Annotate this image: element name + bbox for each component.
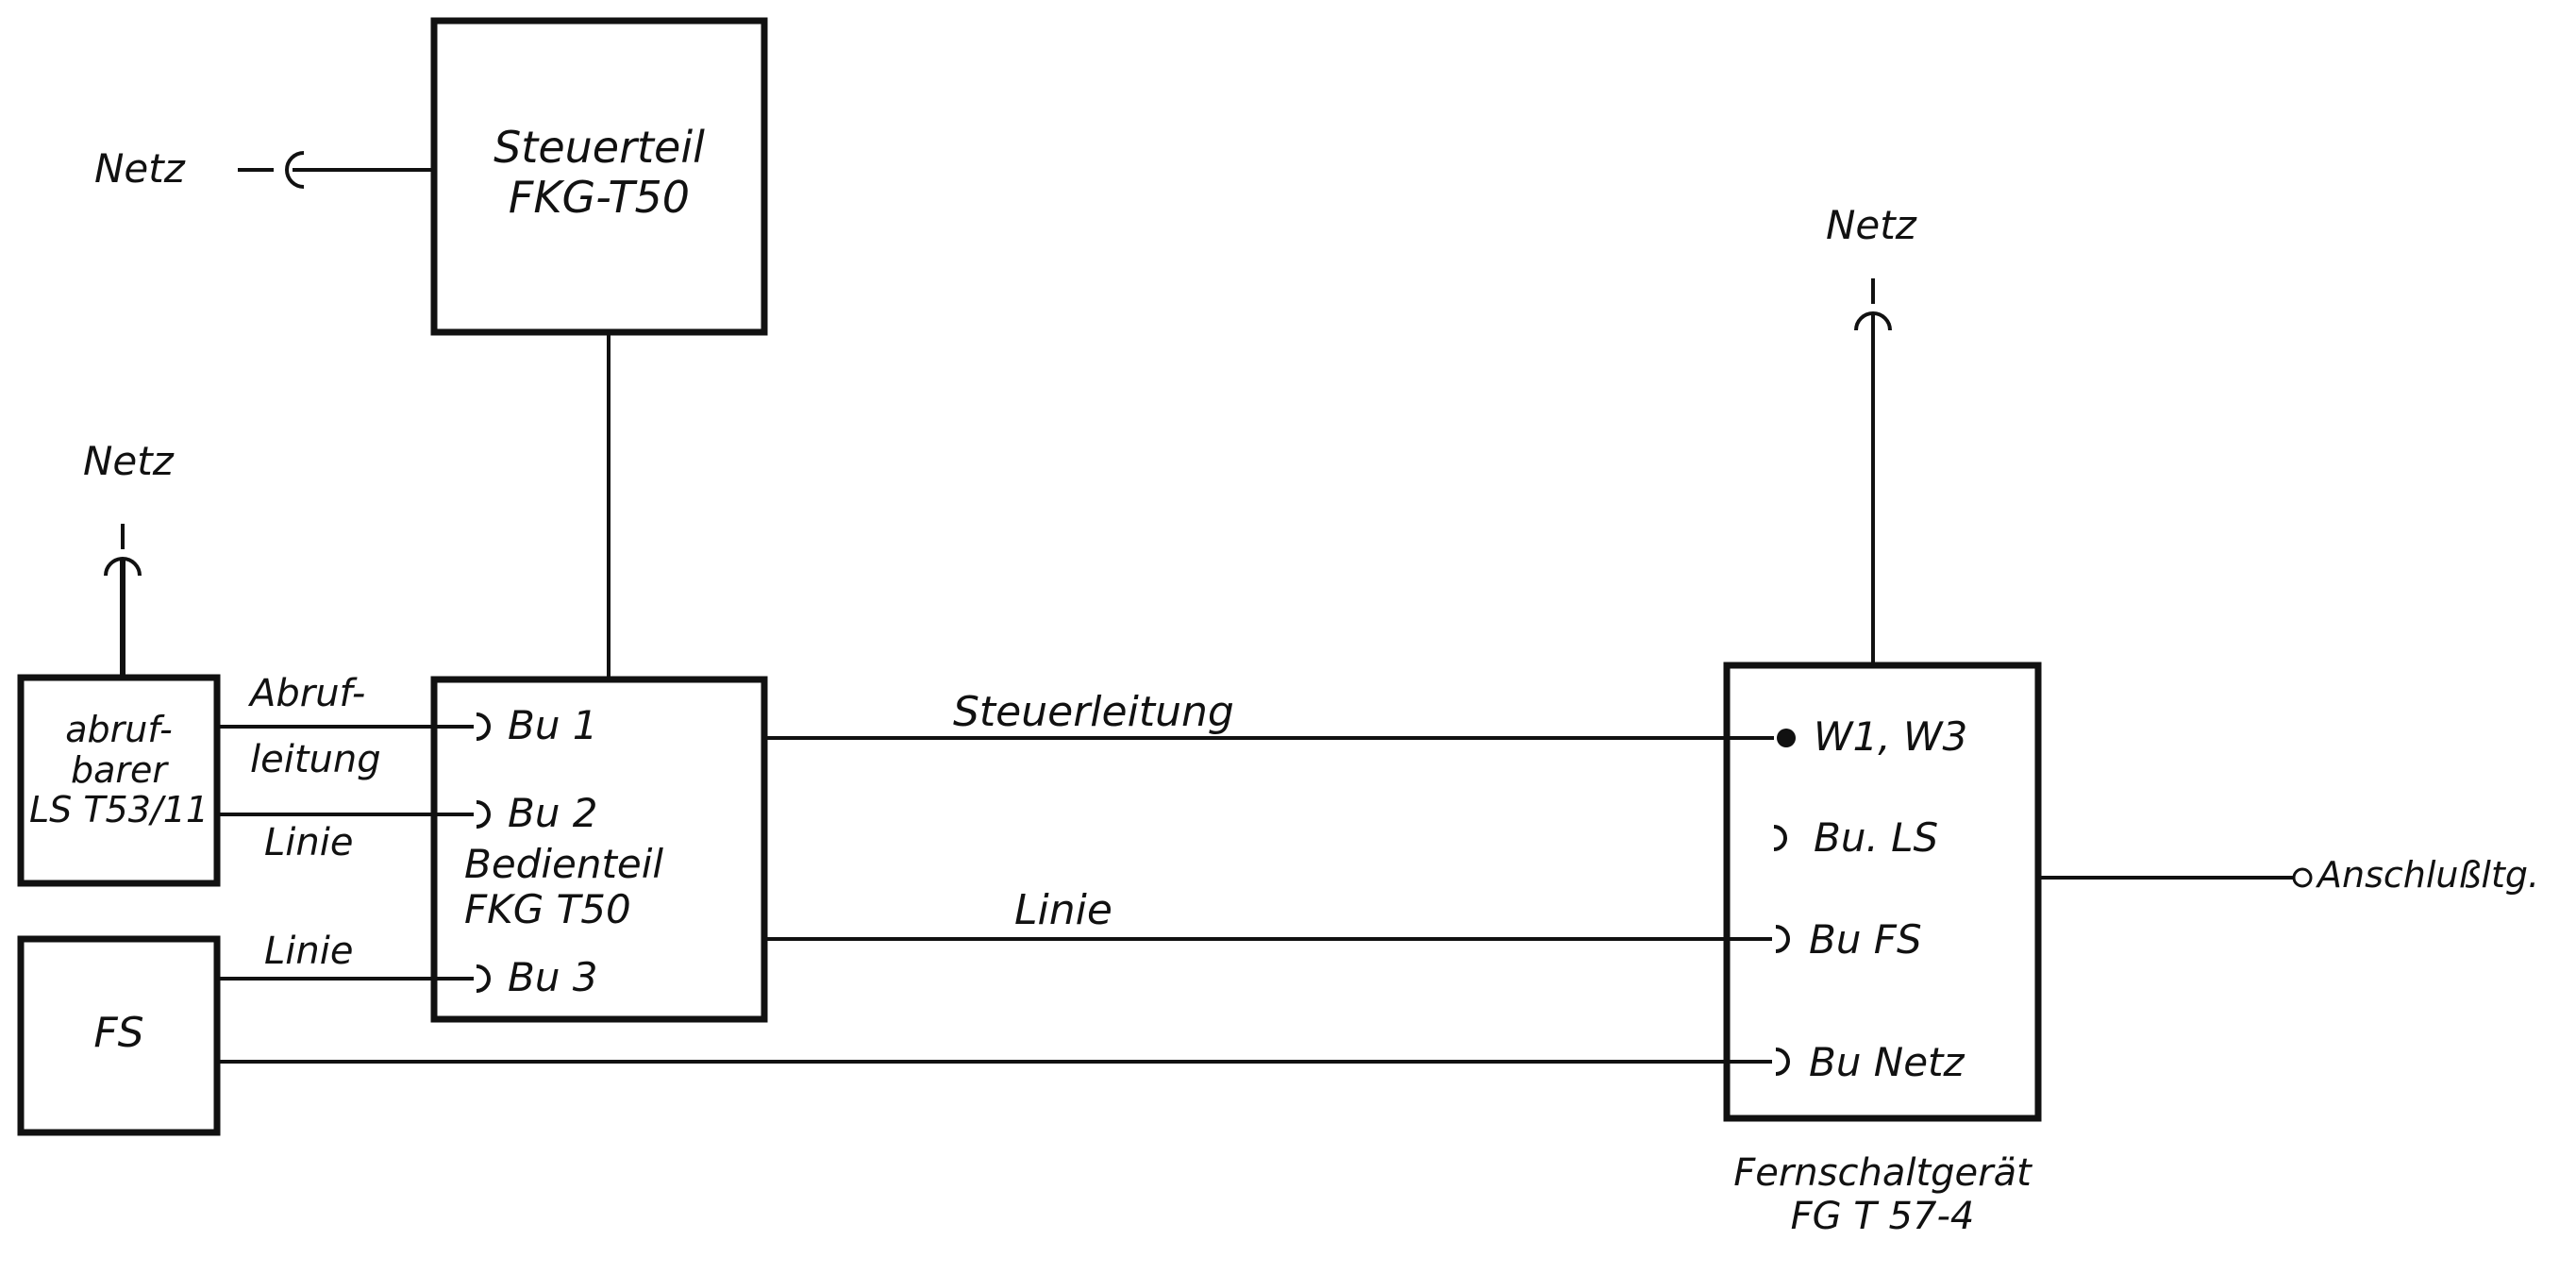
lst-label: abruf- barer LS T53/11 xyxy=(21,710,217,830)
bu3-label: Bu 3 xyxy=(508,954,598,1000)
bu-ls-socket xyxy=(1773,825,1787,851)
netz-steuerteil-socket xyxy=(285,151,305,189)
bu-netz-socket xyxy=(1775,1048,1790,1076)
w-terminal-dot xyxy=(1777,729,1796,747)
bu-ls-label: Bu. LS xyxy=(1814,814,1939,861)
anschluss-terminal xyxy=(2292,867,2313,888)
bedienteil-line1: Bedienteil xyxy=(464,841,664,887)
netz-steuerteil-label: Netz xyxy=(94,145,185,192)
steuerteil-line1: Steuerteil xyxy=(493,122,705,173)
anschluss-label: Anschlußltg. xyxy=(2317,854,2540,896)
netz-fernschalt-label: Netz xyxy=(1826,202,1916,248)
lst-line1: abruf- xyxy=(65,709,173,750)
bedienteil-box xyxy=(430,676,768,1023)
fernschalt-caption-line2: FG T 57-4 xyxy=(1790,1195,1975,1238)
linie-main-label: Linie xyxy=(1014,886,1112,934)
bu-fs-label: Bu FS xyxy=(1809,916,1922,963)
bu2-label: Bu 2 xyxy=(508,790,598,836)
fs-label: FS xyxy=(93,1009,144,1057)
fernschalt-caption: Fernschaltgerät FG T 57-4 xyxy=(1689,1151,2076,1238)
fs-box xyxy=(17,935,221,1136)
bedienteil-label: Bedienteil FKG T50 xyxy=(464,841,664,933)
bu-fs-socket xyxy=(1775,925,1790,953)
bu1-label: Bu 1 xyxy=(508,702,598,748)
linie-fs-label: Linie xyxy=(264,930,354,973)
bu-netz-label: Bu Netz xyxy=(1809,1039,1965,1085)
steuerleitung-label: Steuerleitung xyxy=(953,688,1234,736)
linie-lst-label: Linie xyxy=(264,821,354,864)
bedienteil-line2: FKG T50 xyxy=(464,886,631,933)
netz-lst-label: Netz xyxy=(83,438,174,484)
steuerteil-label: Steuerteil FKG-T50 xyxy=(434,123,764,223)
lst-line2: barer xyxy=(70,748,168,791)
steuerteil-box xyxy=(430,17,768,336)
bu3-socket xyxy=(476,964,491,993)
w-label: W1, W3 xyxy=(1814,713,1968,760)
steuerteil-line2: FKG-T50 xyxy=(508,171,691,223)
bu1-socket xyxy=(476,712,491,741)
lst-box xyxy=(17,674,221,887)
lst-line3: LS T53/11 xyxy=(28,789,209,831)
bu2-socket xyxy=(476,800,491,829)
fernschalt-box xyxy=(1723,662,2042,1122)
abrufleitung-label-1: Abruf- xyxy=(250,672,366,715)
abrufleitung-label-2: leitung xyxy=(250,738,381,781)
fernschalt-caption-line1: Fernschaltgerät xyxy=(1733,1151,2032,1195)
